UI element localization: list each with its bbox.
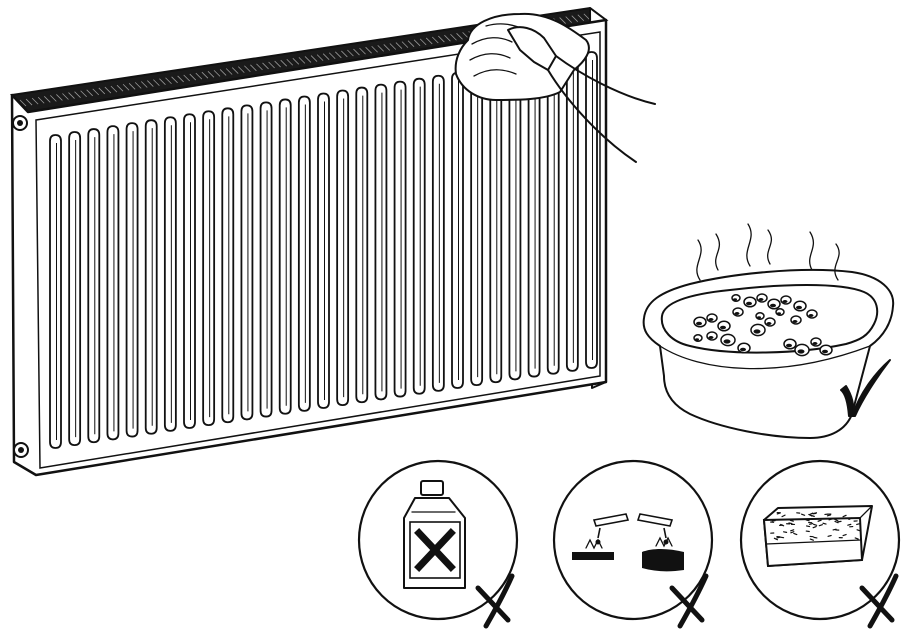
radiator-fin [412, 77, 426, 395]
radiator-fin [240, 104, 254, 421]
radiator-fin [163, 116, 177, 432]
abrasive-sponge-panel [739, 459, 901, 629]
radiator-fin [527, 59, 541, 378]
radiator-fin [183, 113, 196, 429]
cleaner-bottle-icon [403, 480, 466, 589]
radiator-fin [259, 101, 273, 418]
radiator-fin [585, 51, 598, 369]
radiator-fin [393, 80, 407, 398]
radiator-fin [68, 131, 82, 447]
radiator-fin [125, 122, 139, 438]
steam-lines [696, 223, 840, 281]
radiator-fin [278, 98, 292, 415]
chemical-cleaner-panel [357, 459, 519, 629]
radiator-fin [106, 125, 120, 441]
radiator-fin [470, 68, 484, 387]
radiator-fin [355, 86, 369, 404]
radiator-fin [87, 128, 101, 444]
radiator-fin [202, 110, 216, 427]
radiator-fin [489, 65, 503, 384]
radiator-fin [374, 83, 388, 401]
radiator-fin [144, 119, 158, 435]
radiator-fin [221, 107, 235, 424]
radiator-fins [49, 51, 598, 449]
corrosive-substance-panel [552, 459, 714, 629]
corrosive-icon [572, 513, 684, 572]
radiator-fin [49, 134, 62, 449]
radiator-fin [336, 89, 350, 407]
radiator-fin [297, 95, 311, 412]
radiator-fin [317, 92, 330, 409]
radiator [9, 6, 609, 477]
radiator-fin [546, 57, 560, 375]
radiator-fin [451, 71, 464, 389]
hand-with-cloth [454, 12, 656, 163]
warm-soapy-water-bowl [642, 223, 895, 439]
radiator-fin [508, 62, 522, 381]
cross-icon [475, 573, 515, 629]
cross-icon [859, 573, 899, 629]
cross-icon [669, 573, 709, 629]
soap-bubbles [693, 293, 833, 357]
radiator-fin [431, 74, 445, 392]
check-icon [840, 359, 891, 417]
sponge-icon [762, 505, 873, 568]
